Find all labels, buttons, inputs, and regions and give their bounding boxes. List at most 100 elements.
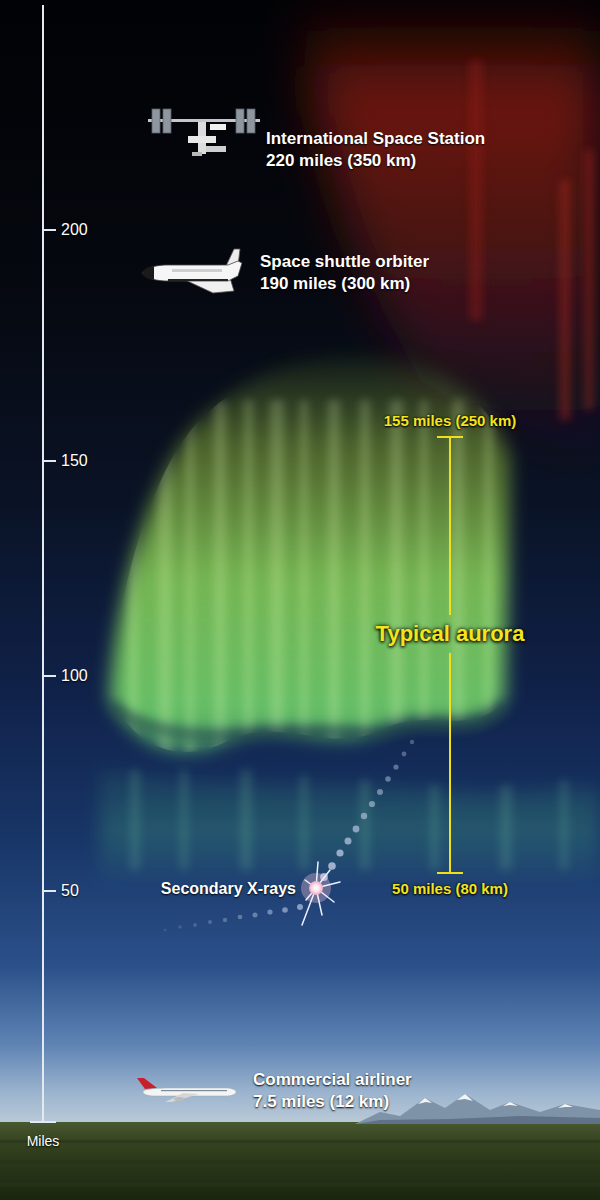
x-ray-trail [163,740,414,932]
axis-tick-label: 200 [61,221,88,239]
ground-part-part [0,1140,600,1143]
airliner-icon-part [165,1093,199,1102]
range-label: 50 miles (80 km) [392,880,508,897]
ground-part-part [0,1182,600,1187]
x-ray-burst-part [309,881,323,895]
space-station-icon-part [188,136,216,143]
lower-aurora-band-part-part [130,770,140,870]
aurora-range-bracket-part [437,872,463,874]
aurora-range-bracket-part [437,436,463,438]
x-ray-burst-part [302,862,340,925]
airliner-icon-part [137,1078,157,1089]
airliner-icon-part [174,1097,184,1101]
space-station-icon-part [247,109,255,133]
space-station-icon-part [210,124,226,130]
space-shuttle-icon-part [142,261,242,281]
range-label: 155 miles (250 km) [384,412,517,429]
mountains-part [503,1102,518,1106]
red-aurora-glow-part [470,60,593,420]
x-ray-trail-part [385,776,391,782]
mountains-part [355,1116,600,1124]
x-ray-burst [301,862,340,925]
x-ray-trail-part [253,913,258,918]
green-aurora-curtain-part-part [128,400,493,760]
x-ray-trail-part [345,838,352,845]
sky [0,0,600,1124]
altitude-axis-part [43,890,56,892]
lower-aurora-band-part-part [500,785,512,870]
green-aurora-curtain-part-part-part [128,400,138,760]
altitude-axis-part [30,1121,56,1123]
space-shuttle-icon-part [168,279,228,281]
altitude-axis [30,5,56,1122]
x-ray-trail-part [328,862,336,870]
x-ray-trail-part [163,928,166,931]
green-aurora-curtain-part-part-part [360,400,370,760]
green-aurora-curtain-part-part-part [484,400,493,760]
altitude-axis-part [43,229,56,231]
lower-aurora-band-part-part [180,770,188,870]
green-aurora-curtain-part-part-part [158,400,172,760]
range-title: Typical aurora [376,621,525,646]
green-aurora-curtain-part-part-part [390,400,403,760]
ground-part [0,1122,600,1200]
axis-tick-label: 150 [61,452,88,470]
space-shuttle-icon [142,249,242,293]
space-station-icon-part [152,109,160,133]
axis-tick-label: 100 [61,667,88,685]
x-ray-trail-part [282,907,288,913]
lower-aurora-band-part [100,770,600,880]
green-aurora-curtain-part-part-part [452,400,464,760]
axis-unit: Miles [27,1133,60,1149]
x-ray-trail-part [297,904,303,910]
x-ray-trail-part [353,826,360,833]
space-station-icon-part [236,109,244,133]
green-aurora-curtain-part-part-part [214,400,226,760]
x-ray-trail-part [208,920,212,924]
callout-label: Secondary X-rays [161,880,296,898]
lower-aurora-band-part-part [560,780,568,870]
aurora-range-bracket-part [449,437,451,615]
lower-aurora-band-part-part [430,785,439,870]
lower-aurora-band-part-part [300,775,308,870]
green-aurora-curtain-part-part-part [300,400,308,760]
x-ray-trail-part [393,764,398,769]
altitude-axis-part [42,5,44,1122]
x-ray-trail-part [193,923,197,927]
x-ray-trail-part [369,801,375,807]
lower-aurora-band [100,770,600,880]
altitude-label: 220 miles (350 km) [266,151,416,171]
space-station-icon-part [163,109,171,133]
craft-label: Space shuttle orbiter [260,252,429,272]
green-aurora-curtain-part-part-part [420,400,428,760]
altitude-axis-part [43,675,56,677]
altitude-label: 7.5 miles (12 km) [253,1092,389,1112]
x-ray-trail-part [410,740,414,744]
altitude-axis-part [43,460,56,462]
x-ray-burst-part [301,873,331,903]
ground-part-part [0,1160,600,1164]
space-station-icon-part [192,152,202,156]
green-aurora-curtain-part-part-part [328,400,340,760]
x-ray-trail-part [178,925,182,929]
axis-tick-label: 50 [61,882,79,900]
x-ray-trail-part [336,849,343,856]
x-ray-trail-part [377,789,383,795]
ground [0,1122,600,1200]
green-aurora-curtain-part [128,400,493,760]
space-station-icon-part [206,146,226,152]
mountains [355,1094,600,1124]
green-aurora-curtain-part-part-part [270,400,284,760]
green-aurora-curtain-part-part-part [244,400,253,760]
x-ray-trail-part [238,915,243,920]
space-shuttle-icon-part [172,269,222,272]
craft-label: Commercial airliner [253,1070,412,1090]
airliner-icon-part [161,1090,227,1091]
red-aurora-glow-part-part [585,150,593,410]
green-aurora-curtain-part [110,705,505,735]
craft-label: International Space Station [266,129,485,149]
red-aurora-glow-part-part [470,60,482,320]
lower-aurora-band-part-part [240,770,252,870]
ground-part [0,1140,600,1187]
